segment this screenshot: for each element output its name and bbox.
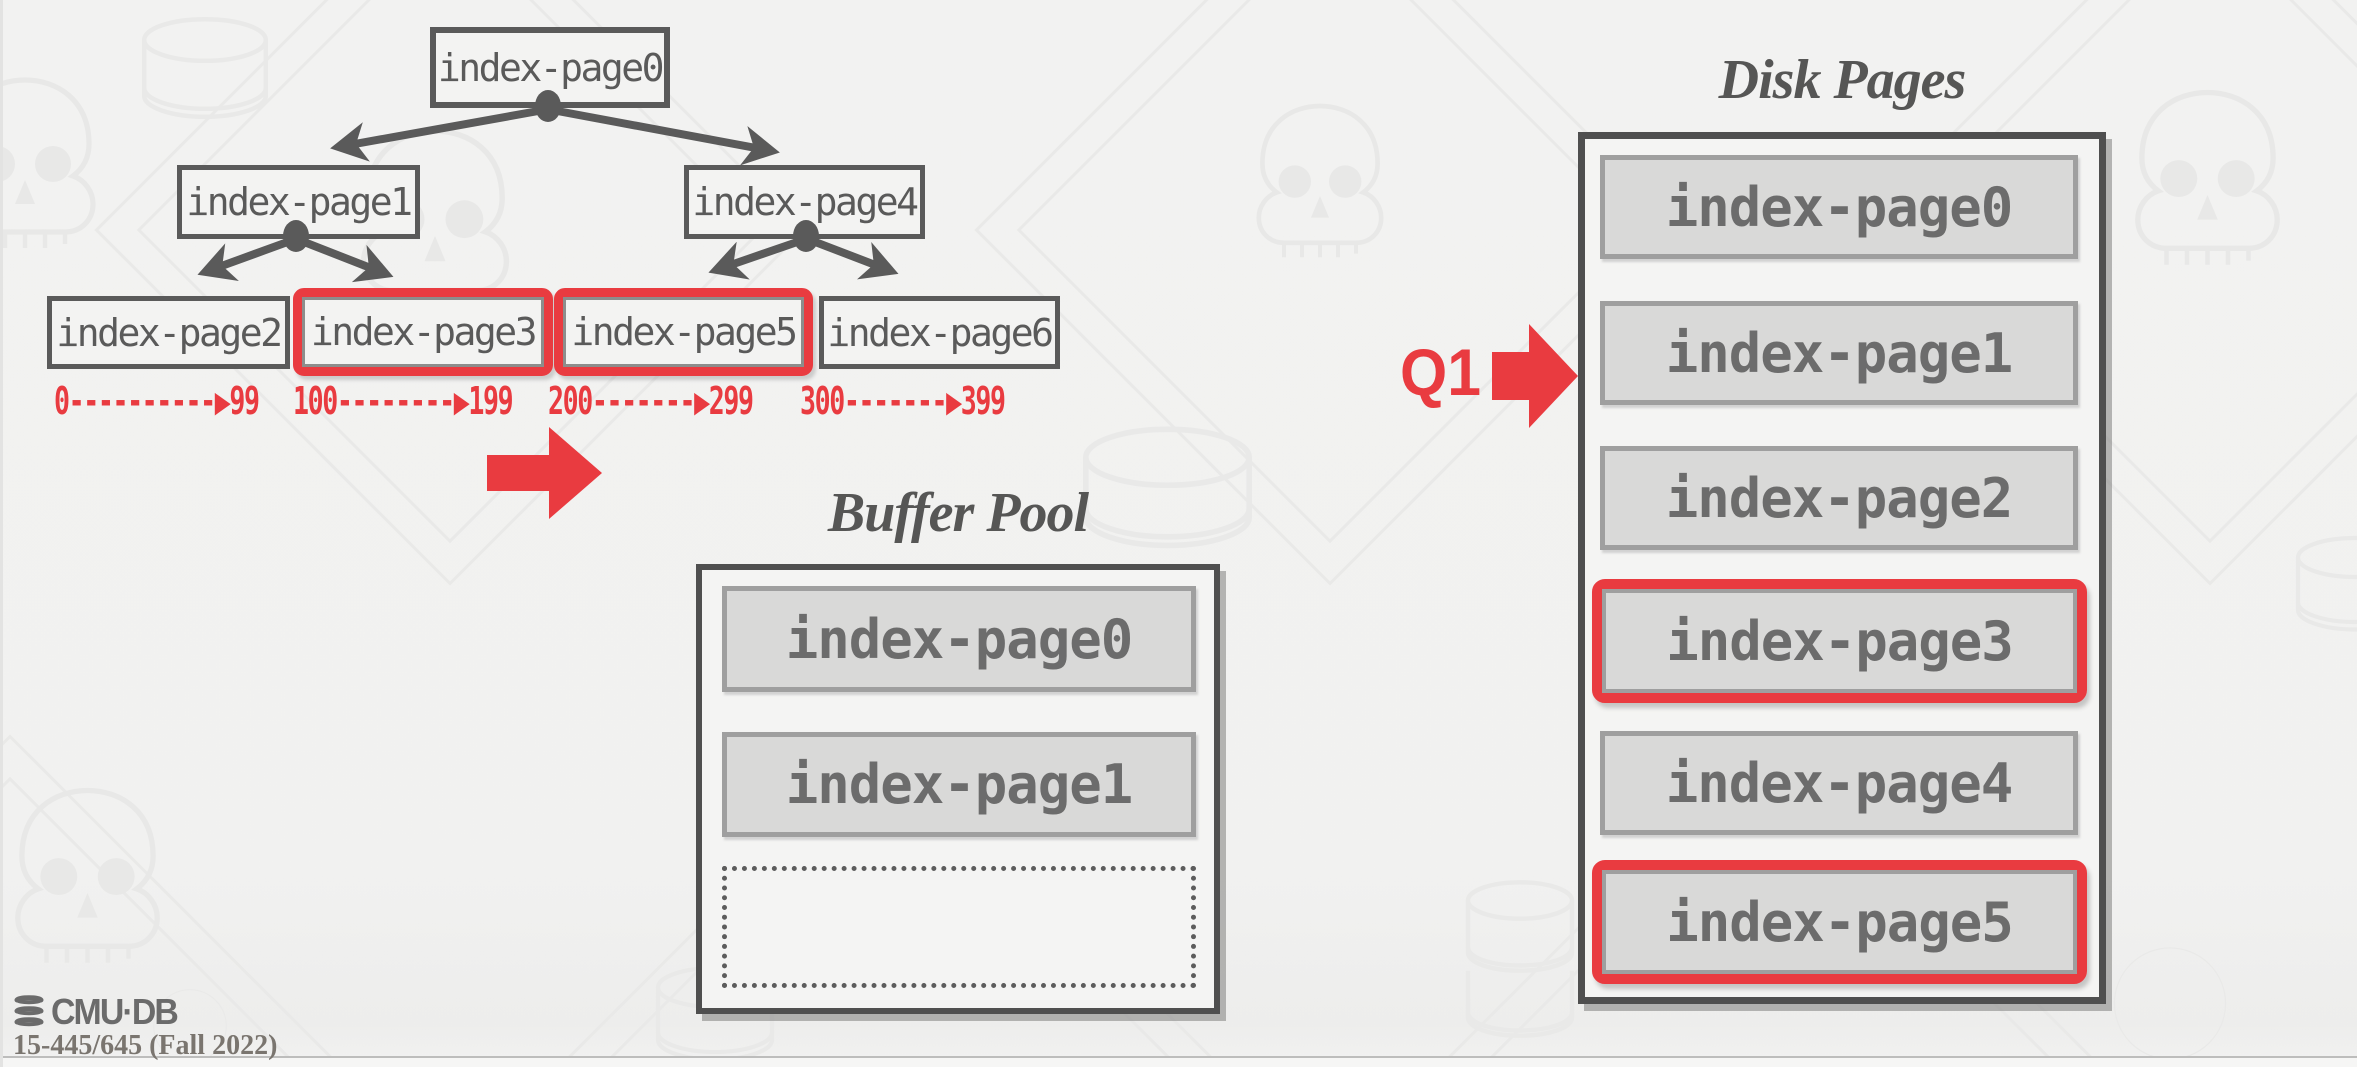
skull-watermark-icon	[0, 77, 96, 248]
disk-page-index-page2: index-page2	[1600, 446, 2078, 550]
slide-bottom-strip	[0, 1058, 2357, 1067]
disk-page-index-page5-highlighted: index-page5	[1592, 860, 2087, 984]
tree-node-index-page3-highlighted: index-page3	[293, 288, 553, 376]
diamond-watermark	[0, 734, 366, 1067]
disk-page-index-page3-highlighted: index-page3	[1592, 579, 2087, 703]
buffer-slot-index-page0: index-page0	[722, 586, 1196, 692]
disk-page-label: index-page5	[1602, 870, 2077, 974]
cmu-db-logo-icon	[14, 995, 44, 1027]
tree-node-index-page0: index-page0	[430, 27, 670, 108]
tree-node-index-page1: index-page1	[177, 165, 420, 239]
key-range-300-399: 300-------▶399	[800, 379, 1006, 423]
disk-page-index-page1: index-page1	[1600, 301, 2078, 405]
disk-page-index-page0: index-page0	[1600, 155, 2078, 259]
key-range-200-299: 200-------▶299	[548, 379, 754, 423]
disk-page-index-page4: index-page4	[1600, 731, 2078, 835]
key-range-0-99: 0----------▶99	[54, 379, 260, 423]
buffer-slot-index-page1: index-page1	[722, 732, 1196, 837]
tree-node-index-page5-highlighted: index-page5	[554, 288, 813, 376]
database-watermark-icon	[1465, 880, 1575, 1038]
buffer-pool-box: index-page0 index-page1	[696, 564, 1220, 1014]
tree-node-label: index-page5	[563, 297, 804, 367]
buffer-slot-empty	[722, 866, 1196, 988]
disk-page-label: index-page3	[1602, 589, 2077, 693]
course-label: 15-445/645 (Fall 2022)	[13, 1030, 278, 1061]
cmu-db-logo-text: CMU·DB	[51, 991, 179, 1032]
slide-bottom-line	[0, 1056, 2357, 1058]
skull-watermark-icon	[1256, 103, 1384, 258]
skull-watermark-icon	[2135, 89, 2280, 265]
cmu-db-logo: CMU·DB	[12, 991, 185, 1033]
database-watermark-icon	[1083, 426, 1252, 549]
disk-pages-title: Disk Pages	[1718, 49, 1967, 111]
tree-node-index-page6: index-page6	[819, 296, 1060, 369]
slide-left-edge	[0, 0, 3, 1067]
skull-watermark-icon	[15, 787, 160, 963]
tree-node-index-page2: index-page2	[47, 296, 290, 369]
tree-node-index-page4: index-page4	[684, 165, 925, 239]
query-q1-label: Q1	[1400, 335, 1482, 409]
database-watermark-icon	[141, 16, 269, 120]
buffer-pool-title: Buffer Pool	[827, 482, 1089, 544]
tree-node-label: index-page3	[302, 297, 544, 367]
disk-pages-box: index-page0 index-page1 index-page2 inde…	[1578, 132, 2106, 1004]
database-watermark-icon	[2295, 535, 2357, 632]
key-range-100-199: 100--------▶199	[293, 379, 514, 423]
